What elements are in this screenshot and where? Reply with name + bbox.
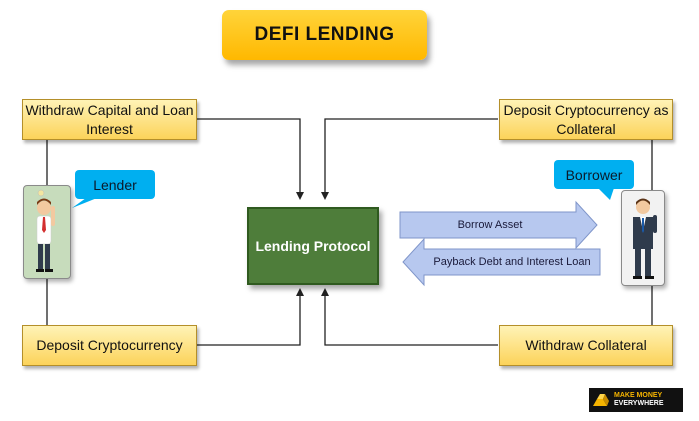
borrower-figure-icon [633,198,657,279]
line-withdraw-capital [196,118,304,200]
payback-label: Payback Debt and Interest Loan [433,256,591,268]
borrower-bubble: Borrower [554,160,634,189]
withdraw-capital-box: Withdraw Capital and Loan Interest [22,99,197,140]
logo-line2: EVERYWHERE [614,400,664,407]
deposit-collateral-box: Deposit Cryptocurrency as Collateral [499,99,673,140]
line-withdraw-collateral [321,288,498,346]
lender-card [23,185,71,279]
borrow-asset-arrow [399,200,598,250]
diagram-title: DEFI LENDING [222,10,427,60]
borrow-asset-label: Borrow Asset [457,219,523,231]
logo-line1: MAKE MONEY [614,392,663,399]
payback-arrow [402,237,601,287]
line-deposit-collateral [321,118,498,200]
gold-bars-icon [593,394,609,406]
deposit-crypto-box: Deposit Cryptocurrency [22,325,197,366]
make-money-logo: MAKE MONEY EVERYWHERE [589,388,683,412]
lender-bubble: Lender [75,170,155,199]
lending-protocol-box: Lending Protocol [247,207,379,285]
withdraw-collateral-box: Withdraw Collateral [499,325,673,366]
line-deposit-crypto [196,288,304,346]
borrower-card [621,190,665,286]
lender-figure-icon [36,189,55,272]
